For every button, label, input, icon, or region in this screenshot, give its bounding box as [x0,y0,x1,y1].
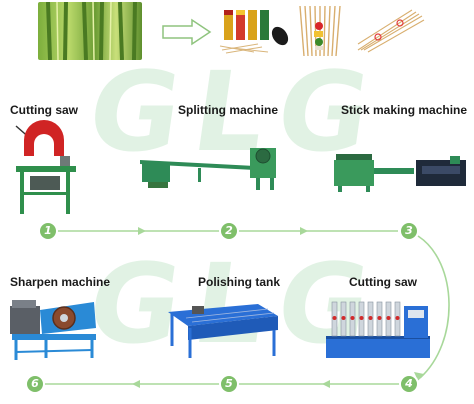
step-number-3: 3 [401,223,417,239]
sharpen-machine-image [6,288,106,362]
step-label-4: Cutting saw [349,275,417,289]
cutting-saw-blue-machine-image [322,292,432,362]
bundled-sticks-image [356,6,426,54]
step-number-2: 2 [221,223,237,239]
toothpick-boxes-image [218,6,290,56]
step-number-1: 1 [40,223,56,239]
step-number-6: 6 [27,376,43,392]
step-number-5: 5 [221,376,237,392]
stick-making-machine-image [330,148,470,194]
step-label-6: Sharpen machine [10,275,111,289]
step-number-4: 4 [401,376,417,392]
cutting-saw-machine-image [10,118,80,220]
splitting-machine-image [138,140,288,192]
skewer-sticks-image [296,4,348,58]
step-label-3: Stick making machine [341,103,468,117]
step-label-5: Polishing tank [198,275,281,289]
bamboo-photo [38,2,142,60]
step-label-1: Cutting saw [10,103,78,117]
step-label-2: Splitting machine [178,103,279,117]
polishing-tank-machine-image [162,296,282,362]
